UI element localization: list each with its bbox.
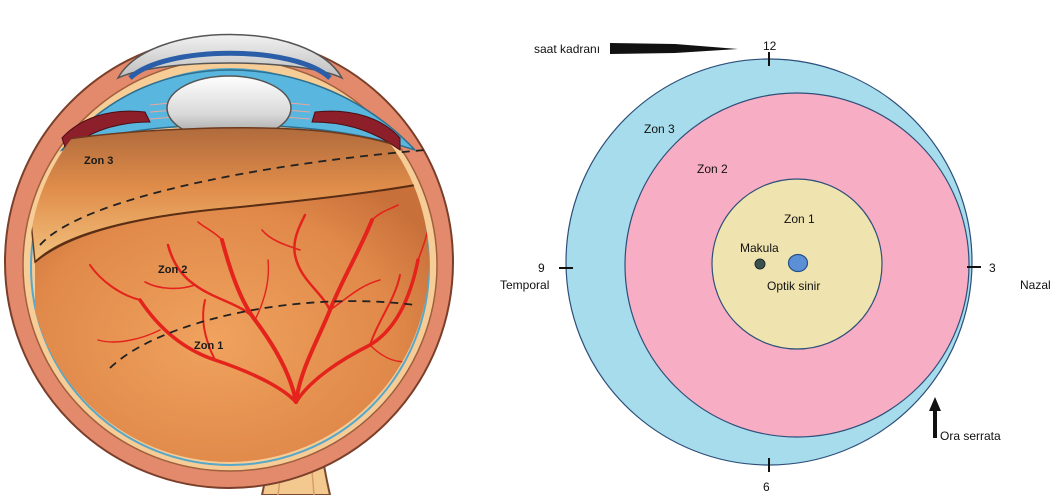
hour-6-label: 6 — [763, 480, 770, 494]
hour-3-label: 3 — [989, 261, 996, 275]
map-zone2-label: Zon 2 — [697, 162, 728, 176]
macula-dot — [755, 259, 765, 269]
clock-face-label: saat kadranı — [534, 42, 600, 56]
optic-disc — [789, 255, 808, 272]
eye-zone1-label: Zon 1 — [194, 340, 223, 352]
map-zone1-label: Zon 1 — [784, 212, 815, 226]
macula-label: Makula — [740, 241, 779, 255]
temporal-label: Temporal — [500, 278, 549, 292]
nasal-label: Nazal — [1020, 278, 1051, 292]
ora-serrata-label: Ora serrata — [940, 429, 1001, 443]
eye-cross-section: Zon 3 Zon 2 Zon 1 — [5, 35, 453, 495]
hour-9-label: 9 — [538, 261, 545, 275]
map-zone3-label: Zon 3 — [644, 122, 675, 136]
zone-map: saat kadranı 12 3 6 9 Temporal Nazal Zon… — [500, 39, 1051, 494]
eye-zone2-label: Zon 2 — [158, 264, 187, 276]
hour-12-label: 12 — [763, 39, 777, 53]
optic-nerve-label: Optik sinir — [767, 279, 820, 293]
clock-face-arrow — [610, 43, 738, 54]
eye-zone3-label: Zon 3 — [84, 155, 113, 167]
